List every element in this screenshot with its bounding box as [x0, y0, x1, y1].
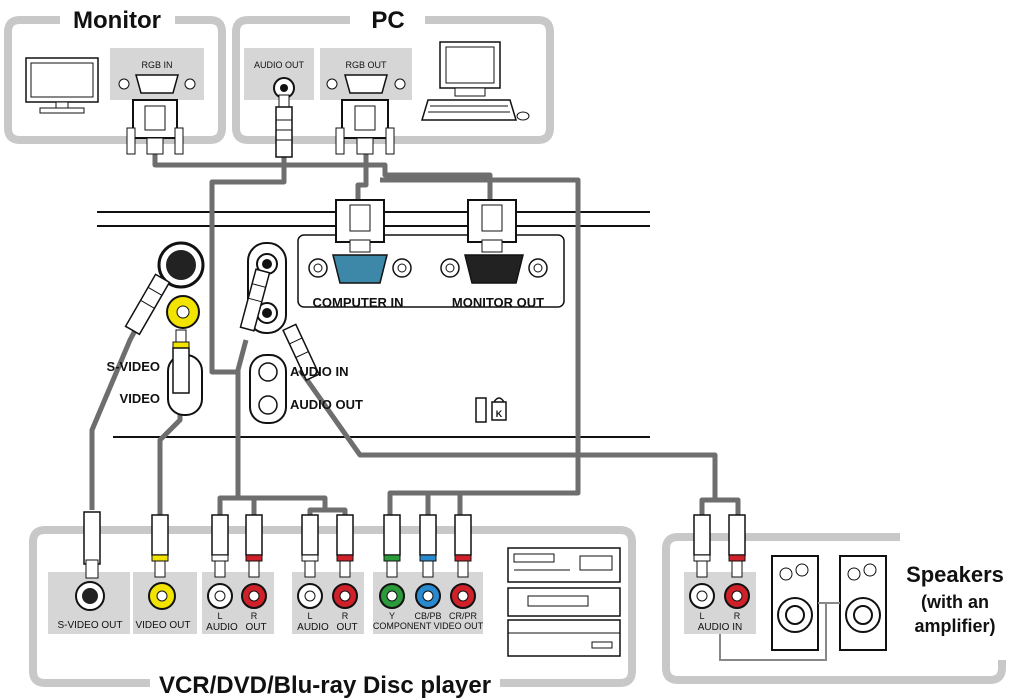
svg-text:VIDEO OUT: VIDEO OUT [135, 620, 190, 631]
speaker-wire [719, 602, 840, 661]
rca-plugs [83, 511, 746, 579]
svg-text:OUT: OUT [336, 622, 357, 633]
pc-title: PC [371, 7, 404, 34]
player-title: VCR/DVD/Blu-ray Disc player [159, 672, 491, 699]
computer-in-port [308, 254, 412, 284]
svg-text:OUT: OUT [245, 622, 266, 633]
svg-text:AUDIO: AUDIO [206, 622, 238, 633]
svg-text:COMPONENT VIDEO OUT: COMPONENT VIDEO OUT [373, 621, 484, 631]
monitor-rgb-in-port: RGB IN [110, 48, 204, 100]
monitor-panel [4, 16, 226, 144]
audio-out-label: AUDIO OUT [290, 397, 363, 412]
player-component-out: Y CB/PB CR/PR COMPONENT VIDEO OUT [373, 572, 484, 634]
player-audio-out-2: L R AUDIO OUT [292, 572, 364, 634]
computer-in-label: COMPUTER IN [313, 295, 404, 310]
pc-audio-out-port: AUDIO OUT [244, 48, 314, 100]
cables [89, 150, 741, 515]
speakers-title-line2: (with an [921, 592, 989, 612]
speaker-audio-in-port: L R AUDIO IN [684, 572, 756, 634]
svg-text:L: L [307, 611, 312, 621]
svg-text:S-VIDEO OUT: S-VIDEO OUT [57, 620, 122, 631]
svg-text:AUDIO OUT: AUDIO OUT [254, 60, 305, 70]
vga-plug-pc [335, 99, 395, 155]
monitor-out-port [440, 254, 548, 284]
svg-text:R: R [251, 611, 258, 621]
audio-plug-projector-1 [239, 268, 271, 332]
svg-text:K: K [496, 409, 503, 419]
player-video-out: VIDEO OUT [133, 572, 197, 634]
kensington-lock-icon: K [491, 397, 507, 421]
security-slot-icon [475, 397, 487, 423]
vga-plug-monitor-out [467, 199, 517, 253]
speakers-panel [662, 533, 1006, 684]
audio-ports-projector [247, 242, 287, 424]
svg-text:RGB IN: RGB IN [141, 60, 172, 70]
speakers-title-line3: amplifier) [914, 616, 995, 636]
s-video-plug [124, 273, 171, 336]
bluray-icon [507, 619, 621, 657]
player-s-video-out: S-VIDEO OUT [48, 572, 130, 634]
s-video-label: S-VIDEO [107, 359, 160, 374]
svg-text:CB/PB: CB/PB [414, 611, 441, 621]
video-plug [172, 329, 190, 394]
s-video-port [157, 241, 205, 289]
audio-plug-pc [275, 94, 293, 158]
svg-text:R: R [342, 611, 349, 621]
video-label: VIDEO [120, 391, 160, 406]
player-panel [29, 526, 636, 687]
speakers-title-line1: Speakers [906, 562, 1004, 587]
player-audio-out-1: L R AUDIO OUT [202, 572, 274, 634]
svg-text:AUDIO: AUDIO [297, 622, 329, 633]
audio-plug-projector-2 [282, 323, 321, 382]
vga-plug-computer-in [335, 199, 385, 253]
video-port [166, 295, 200, 329]
dvd-icon [507, 587, 621, 617]
vcr-icon [507, 547, 621, 583]
monitor-icon [25, 57, 99, 114]
speaker-left-icon [771, 555, 819, 651]
svg-text:R: R [734, 611, 741, 621]
pc-rgb-out-port: RGB OUT [320, 48, 412, 100]
computer-icon [420, 41, 530, 121]
svg-text:RGB OUT: RGB OUT [345, 60, 387, 70]
vga-plug-monitor [126, 99, 184, 155]
svg-text:Y: Y [389, 611, 395, 621]
monitor-out-label: MONITOR OUT [452, 295, 544, 310]
svg-text:L: L [699, 611, 704, 621]
svg-text:AUDIO IN: AUDIO IN [698, 622, 742, 633]
monitor-title: Monitor [73, 7, 161, 34]
svg-text:L: L [217, 611, 222, 621]
audio-in-label: AUDIO IN [290, 364, 349, 379]
speaker-right-icon [839, 555, 887, 651]
svg-text:CR/PR: CR/PR [449, 611, 478, 621]
